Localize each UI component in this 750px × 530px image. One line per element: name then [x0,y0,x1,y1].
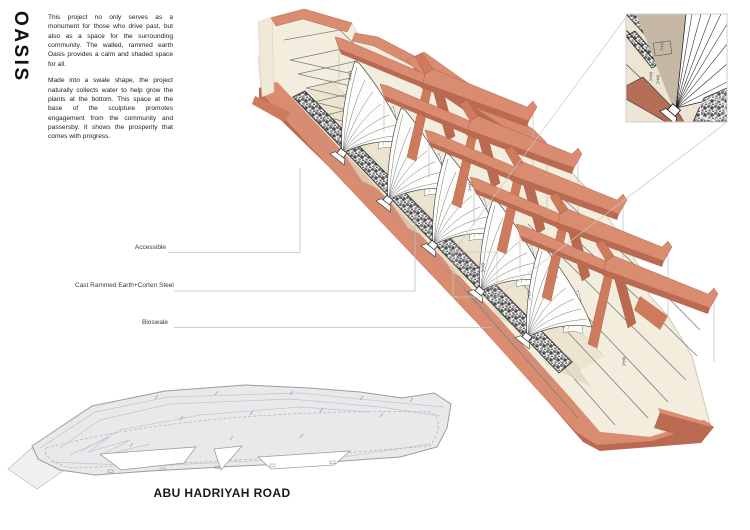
description-paragraph-1: This project no only serves as a monumen… [48,14,173,68]
bottom-cap-light [658,408,712,427]
description-paragraph-2: Made into a swale shape, the project nat… [48,77,173,141]
label-cast-rammed-earth: Cast Rammed Earth+Corten Steel [75,282,174,289]
label-bioswale: Bioswale [141,319,168,326]
bottom-cap-dark [654,412,712,442]
leader-accessible [168,168,301,253]
rim-wall-light [261,82,708,445]
inset-border [625,13,728,123]
site-plan-contours [39,392,445,467]
callout-leader-lines [452,15,728,298]
site-plan-markers [107,460,336,473]
site-plan-openings [98,445,352,471]
leader-cast-rammed-earth [174,215,416,292]
site-plan-path-loop [44,411,439,469]
road-label: ABU HADRIYAH ROAD [153,486,291,500]
label-accessible: Accessible [134,244,166,251]
site-plan-ticks [129,390,414,448]
label-leader-lines [168,168,492,328]
site-plan [7,384,452,490]
top-cap-1 [270,8,353,33]
wall-base [252,96,290,122]
callout-source-box [452,251,498,298]
project-description: This project no only serves as a monumen… [48,13,173,142]
detail-inset [626,14,727,122]
side-wall [634,296,668,330]
detail-callout [452,13,728,298]
oasis-axonometric [252,8,719,451]
rammed-earth-wall [257,16,275,98]
